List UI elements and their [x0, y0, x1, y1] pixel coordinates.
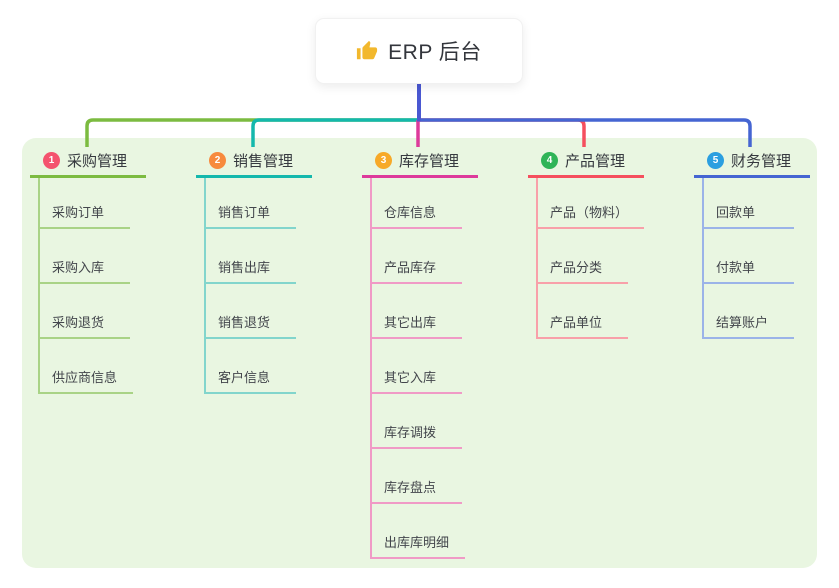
branch-sales: 2 销售管理 销售订单 销售出库 销售退货 客户信息 — [196, 146, 326, 394]
branch-number-badge: 1 — [43, 152, 60, 169]
branch-children: 销售订单 销售出库 销售退货 客户信息 — [204, 178, 296, 394]
branches-panel — [22, 138, 817, 568]
child-item[interactable]: 出库库明细 — [372, 504, 466, 559]
child-item[interactable]: 仓库信息 — [372, 178, 465, 229]
branch-label: 库存管理 — [399, 153, 460, 170]
branch-header[interactable]: 1 采购管理 — [30, 146, 146, 178]
child-item[interactable]: 采购订单 — [40, 178, 133, 229]
child-item[interactable]: 其它入库 — [372, 339, 465, 394]
branch-number-badge: 5 — [707, 152, 724, 169]
branch-children: 产品（物料） 产品分类 产品单位 — [536, 178, 645, 339]
child-item[interactable]: 采购退货 — [40, 284, 133, 339]
child-item[interactable]: 销售退货 — [206, 284, 296, 339]
branch-procurement: 1 采购管理 采购订单 采购入库 采购退货 供应商信息 — [30, 146, 160, 394]
branch-number-badge: 2 — [209, 152, 226, 169]
branch-label: 产品管理 — [565, 153, 626, 170]
child-item[interactable]: 产品单位 — [538, 284, 644, 339]
child-item[interactable]: 采购入库 — [40, 229, 133, 284]
child-item[interactable]: 销售出库 — [206, 229, 296, 284]
child-item[interactable]: 其它出库 — [372, 284, 465, 339]
branch-number-badge: 4 — [541, 152, 558, 169]
branch-header[interactable]: 4 产品管理 — [528, 146, 644, 178]
branch-label: 采购管理 — [67, 153, 128, 170]
child-item[interactable]: 库存调拨 — [372, 394, 465, 449]
branch-header[interactable]: 5 财务管理 — [694, 146, 810, 178]
child-item[interactable]: 产品（物料） — [538, 178, 645, 229]
child-item[interactable]: 客户信息 — [206, 339, 296, 394]
branch-header[interactable]: 2 销售管理 — [196, 146, 312, 178]
branch-finance: 5 财务管理 回款单 付款单 结算账户 — [694, 146, 824, 339]
branch-products: 4 产品管理 产品（物料） 产品分类 产品单位 — [528, 146, 658, 339]
branch-label: 财务管理 — [731, 153, 792, 170]
root-title: ERP 后台 — [388, 41, 482, 64]
branch-children: 回款单 付款单 结算账户 — [702, 178, 794, 339]
child-item[interactable]: 产品分类 — [538, 229, 644, 284]
thumbs-up-icon — [357, 40, 378, 60]
branch-label: 销售管理 — [233, 153, 294, 170]
branch-inventory: 3 库存管理 仓库信息 产品库存 其它出库 其它入库 库存调拨 库存盘点 出库库… — [362, 146, 492, 559]
child-item[interactable]: 销售订单 — [206, 178, 296, 229]
child-item[interactable]: 付款单 — [704, 229, 794, 284]
root-node[interactable]: ERP 后台 — [315, 18, 523, 84]
child-item[interactable]: 库存盘点 — [372, 449, 465, 504]
child-item[interactable]: 结算账户 — [704, 284, 794, 339]
branch-number-badge: 3 — [375, 152, 392, 169]
child-item[interactable]: 回款单 — [704, 178, 794, 229]
branch-children: 仓库信息 产品库存 其它出库 其它入库 库存调拨 库存盘点 出库库明细 — [370, 178, 466, 559]
child-item[interactable]: 产品库存 — [372, 229, 465, 284]
branch-children: 采购订单 采购入库 采购退货 供应商信息 — [38, 178, 134, 394]
branch-header[interactable]: 3 库存管理 — [362, 146, 478, 178]
child-item[interactable]: 供应商信息 — [40, 339, 134, 394]
